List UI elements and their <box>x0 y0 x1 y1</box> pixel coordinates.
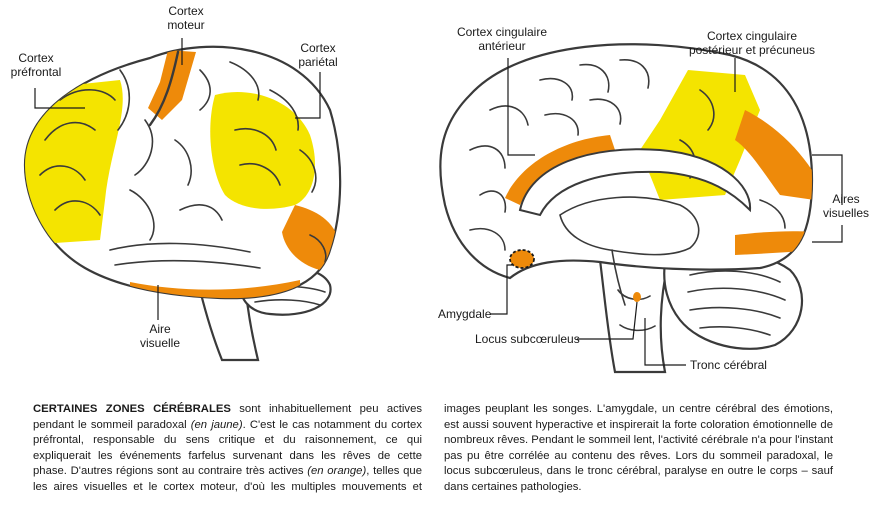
locus-coeruleus <box>633 292 641 302</box>
brainstem-right <box>598 258 670 374</box>
visual-areas-region <box>735 110 812 200</box>
medial-brain <box>439 43 814 374</box>
caption: CERTAINES ZONES CÉRÉBRALES sont inhabitu… <box>33 402 833 496</box>
amygdala <box>509 249 535 269</box>
caption-text-1: sont inhabituellement peu actives pendan… <box>33 403 423 431</box>
caption-text-2: . C'est le cas notamment du cortex préfr… <box>33 418 422 478</box>
leader-lines <box>34 38 843 366</box>
label-amygdale: Amygdale <box>438 307 492 321</box>
parietal-region <box>210 91 315 209</box>
label-locus: Locus subcœruleus <box>475 332 580 346</box>
lateral-brain <box>23 45 342 362</box>
label-tronc: Tronc cérébral <box>690 358 767 372</box>
corpus-callosum <box>518 148 752 217</box>
caption-em-orange: (en orange) <box>307 465 367 478</box>
caption-lead: CERTAINES ZONES CÉRÉBRALES <box>33 403 231 415</box>
anterior-cingulate-region <box>505 135 615 205</box>
caption-em-yellow: (en jaune) <box>190 418 243 431</box>
prefrontal-region <box>25 80 123 245</box>
caption-text-3: , telles que les aires visuelles et le c… <box>33 403 833 493</box>
motor-cortex-region <box>148 50 196 120</box>
caption-column-1: CERTAINES ZONES CÉRÉBRALES sont inhabitu… <box>33 402 833 496</box>
